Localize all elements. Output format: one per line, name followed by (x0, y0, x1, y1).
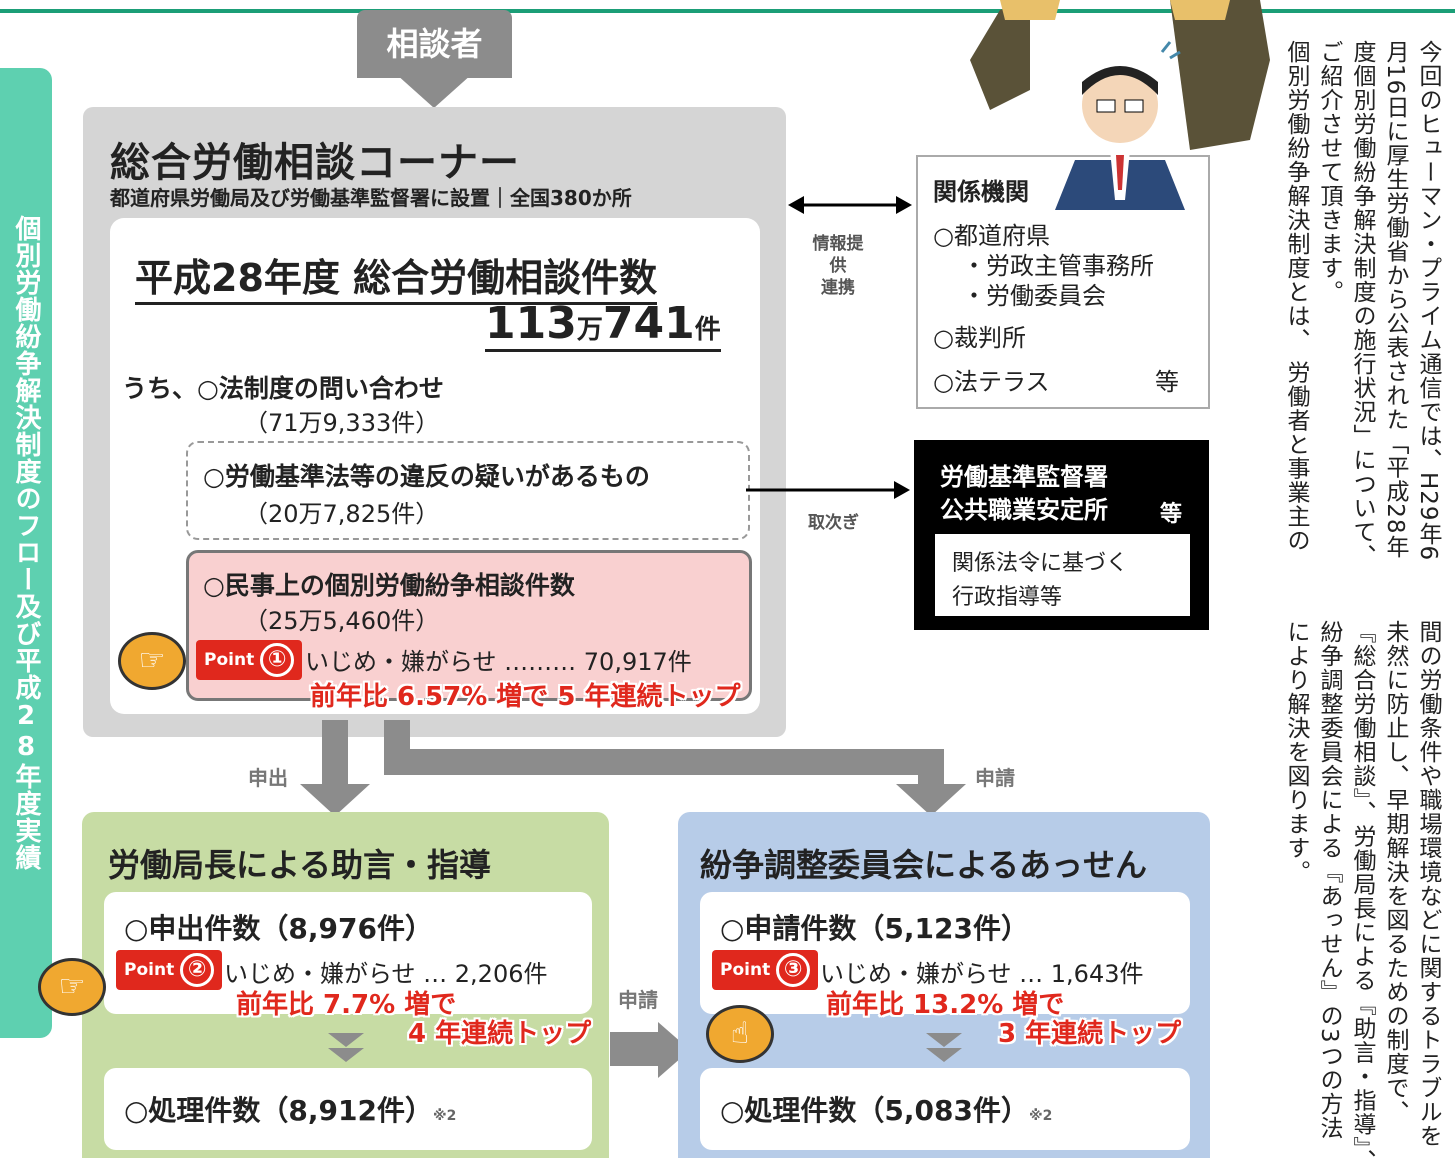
moushide-label: 申出 (248, 766, 288, 790)
info-label-line2: 連携 (821, 278, 855, 298)
chevron-down-icon (328, 1033, 364, 1047)
item2-label: ○労働基準法等の違反の疑いがあるもの (203, 462, 650, 491)
guidance-line2: 行政指導等 (952, 585, 1063, 610)
agency-item: ○法テラス (933, 368, 1050, 396)
intro-paragraph-bottom: 間の労働条件や職場環境などに関するトラブルを 未然に防止し、早期解決を図るための… (0, 620, 1443, 1173)
top-border (0, 0, 1455, 13)
pointing-hand-icon: ☞ (118, 632, 186, 690)
shinsei2-label: 申請 (618, 988, 658, 1012)
advice-count: ○申出件数（8,976件） (124, 912, 433, 945)
footnote-mark: ※2 (1029, 1108, 1053, 1124)
chevron-down-icon (926, 1048, 962, 1062)
inspection-line1: 労働基準監督署 (940, 463, 1108, 491)
paragraph-column: 間の労働条件や職場環境などに関するトラブルを (1415, 620, 1441, 1148)
paragraph-column: 紛争調整委員会による『あっせん』の3つの方法 (1316, 620, 1342, 1140)
chevron-down-icon (328, 1048, 364, 1062)
shinsei-arrow-head (896, 784, 966, 816)
pointing-hand-icon: ☝ (706, 1005, 774, 1063)
guidance-box (935, 534, 1190, 616)
item3-label: ○民事上の個別労働紛争相談件数 (203, 571, 575, 600)
inspection-line2: 公共職業安定所 (940, 496, 1108, 524)
agency-item: ・労政主管事務所 (962, 252, 1154, 280)
point-label: Point (124, 960, 175, 980)
shinsei-label: 申請 (975, 766, 1015, 790)
corner-title: 総合労働相談コーナー (110, 140, 520, 186)
sidebar-title: 個別労働紛争解決制度のフロー及び平成28年度実績 (11, 215, 41, 871)
advice-processed: ○処理件数（8,912件）※2 (124, 1089, 456, 1129)
advice-processed-panel (104, 1068, 592, 1150)
mediation-processed-text: ○処理件数（5,083件） (720, 1094, 1029, 1127)
footnote-mark: ※2 (433, 1108, 457, 1124)
item-prefix: うち、 (122, 374, 198, 403)
chevron-down-icon (926, 1033, 962, 1047)
intro-paragraph-top: 今回のヒューマン・プライム通信では、H29年6 月16日に厚生労働省から公表され… (0, 40, 1443, 568)
point1-text: いじめ・嫌がらせ ……… 70,917件 (305, 648, 692, 676)
forward-label: 取次ぎ (808, 513, 859, 533)
advice-processed-text: ○処理件数（8,912件） (124, 1094, 433, 1127)
point-number: ③ (776, 953, 811, 987)
stat-value-minor: 741 (602, 298, 695, 349)
point3-note1: 前年比 13.2% 増で (826, 990, 1065, 1020)
paragraph-column: 度個別労働紛争解決制度の施行状況」について、 (1349, 40, 1375, 568)
point-label: Point (204, 650, 255, 670)
paragraph-column: 個別労働紛争解決制度とは、 労働者と事業主の (1283, 40, 1309, 553)
moushide-arrow-head (300, 784, 370, 816)
point2-note1: 前年比 7.7% 増で (236, 990, 457, 1020)
shinsei-arrow-shaft-b (384, 749, 944, 775)
consulter-label: 相談者 (357, 10, 512, 78)
item1-row: うち、○法制度の問い合わせ (122, 369, 444, 405)
paragraph-column: 『総合労働相談』、労働局長による『助言・指導』、 (1349, 620, 1375, 1173)
paragraph-column: により解決を図ります。 (1283, 620, 1309, 884)
point2-note2: 4 年連続トップ (408, 1019, 592, 1049)
mediation-count: ○申請件数（5,123件） (720, 912, 1029, 945)
businessmen-illustration (970, 0, 1270, 210)
stat-value-unit: 件 (694, 315, 721, 345)
mediation-processed: ○処理件数（5,083件）※2 (720, 1089, 1052, 1129)
consulter-arrow (396, 74, 472, 108)
paragraph-column: 未然に防止し、早期解決を図るための制度で、 (1382, 620, 1408, 1124)
shinsei-arrow-shaft-c (918, 749, 944, 785)
pointing-hand-icon: ☞ (38, 958, 106, 1016)
point2-text: いじめ・嫌がらせ … 2,206件 (224, 960, 548, 988)
stat-value-man: 万 (576, 315, 603, 345)
right-arrow-shaft (610, 1032, 660, 1066)
stat-value: 113万741件 (485, 298, 721, 352)
related-agencies-title: 関係機関 (933, 178, 1029, 206)
item3-count: （25万5,460件） (244, 607, 440, 635)
item1-label: ○法制度の問い合わせ (197, 374, 444, 403)
inspection-etc: 等 (1160, 502, 1183, 527)
agency-item: ○裁判所 (933, 324, 1026, 352)
agency-item: ○都道府県 (933, 222, 1050, 250)
sidebar-banner (0, 68, 52, 1038)
paragraph-column: ご紹介させて頂きます。 (1316, 40, 1342, 304)
point-number: ① (260, 643, 295, 677)
double-arrow-icon (788, 196, 912, 214)
advice-title: 労働局長による助言・指導 (108, 846, 492, 884)
mediation-processed-panel (700, 1068, 1190, 1150)
agency-etc: 等 (1155, 368, 1179, 396)
point3-note2: 3 年連続トップ (998, 1019, 1182, 1049)
paragraph-column: 今回のヒューマン・プライム通信では、H29年6 (1415, 40, 1441, 562)
item1-count: （71万9,333件） (244, 409, 440, 437)
agency-item: ・労働委員会 (962, 282, 1106, 310)
point1-note: 前年比 6.57% 増で 5 年連続トップ (310, 682, 741, 712)
item2-count: （20万7,825件） (244, 500, 440, 528)
moushide-arrow-shaft (322, 720, 348, 785)
mediation-title: 紛争調整委員会によるあっせん (700, 846, 1148, 884)
violation-box (186, 441, 750, 540)
info-label: 情報提供 連携 (808, 233, 868, 299)
point3-text: いじめ・嫌がらせ … 1,643件 (820, 960, 1144, 988)
stat-title: 平成28年度 総合労働相談件数 (135, 247, 658, 305)
paragraph-column: 月16日に厚生労働省から公表された「平成28年 (1382, 40, 1408, 559)
forward-arrow-icon (746, 481, 910, 499)
stat-value-major: 113 (485, 298, 577, 349)
info-label-line1: 情報提供 (812, 234, 864, 276)
guidance-line1: 関係法令に基づく (952, 551, 1129, 576)
point-number: ② (180, 953, 215, 987)
corner-subtitle: 都道府県労働局及び労働基準監督署に設置｜全国380か所 (110, 186, 632, 210)
point-label: Point (720, 960, 771, 980)
